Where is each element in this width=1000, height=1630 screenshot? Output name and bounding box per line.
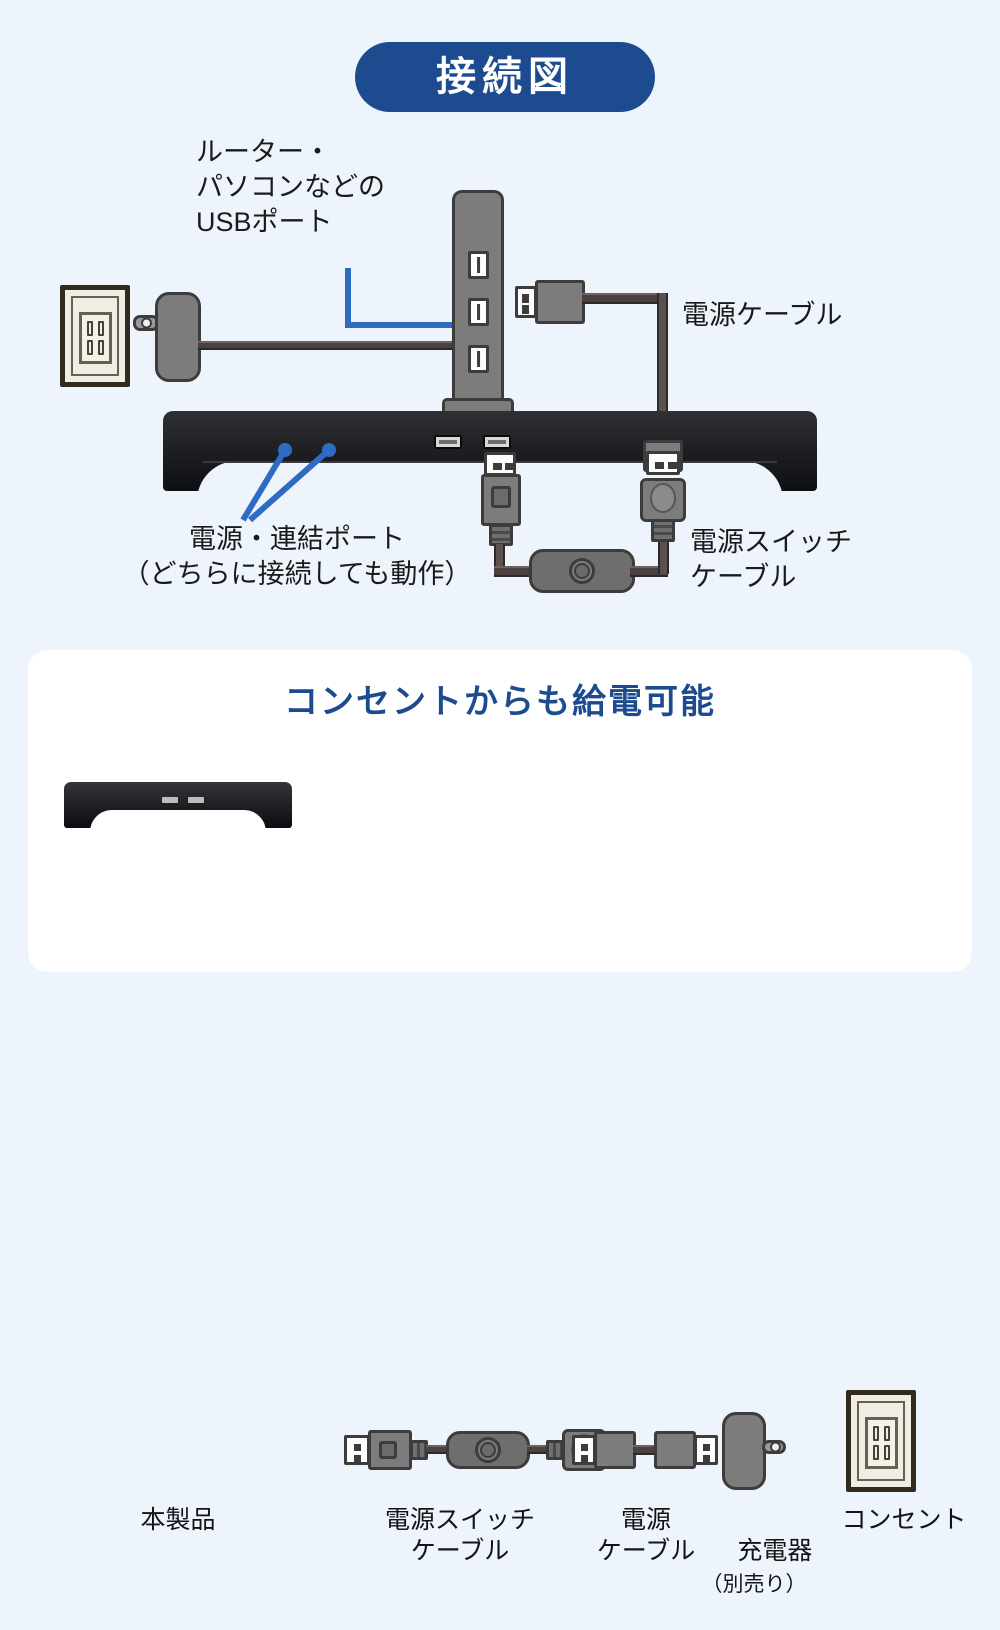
card-switch-cable-badge — [379, 1441, 397, 1459]
page-title-badge: 接続図 — [355, 42, 655, 112]
card-product-port — [188, 797, 204, 803]
card-power-cable-bodyB — [654, 1431, 696, 1469]
usb-pin — [655, 462, 664, 469]
switch-cable-plug-badge — [491, 486, 511, 508]
power-cable-segment-vertical — [657, 293, 668, 448]
card-product-port — [162, 797, 178, 803]
card-title: コンセントからも給電可能 — [284, 683, 716, 721]
usb-pin — [505, 463, 514, 470]
card-charger-prong — [762, 1440, 786, 1454]
label-switch-cable: 電源スイッチ ケーブル — [690, 527, 852, 593]
card-power-cable-bodyA — [594, 1431, 636, 1469]
inline-power-switch[interactable] — [529, 549, 635, 593]
caption-switch-cable: 電源スイッチ ケーブル — [384, 1506, 535, 1566]
tower-usb-port-1[interactable] — [468, 251, 489, 279]
leader-dot-port-left — [278, 443, 292, 457]
bottom-card: コンセントからも給電可能 — [28, 650, 972, 1596]
usb-pin — [522, 294, 529, 303]
leader-line-usbport-vertical — [345, 268, 351, 328]
card-item-charger-image — [722, 1412, 766, 1490]
switch-cable-strain-left — [489, 524, 513, 546]
outlet-slot — [873, 1445, 879, 1460]
usb-pin — [581, 1455, 588, 1462]
usb-pin — [703, 1444, 710, 1451]
card-switch-button — [475, 1437, 501, 1463]
leader-line-usbport-horizontal — [345, 322, 490, 328]
card-inline-switch — [446, 1431, 530, 1469]
card-item-outlet-image — [846, 1390, 916, 1492]
power-cable-segment-horizontal — [582, 293, 668, 304]
usb-pin — [354, 1455, 361, 1462]
power-switch-button[interactable] — [569, 558, 595, 584]
card-outlet-face — [865, 1417, 898, 1469]
card-switch-cable-tip — [344, 1435, 370, 1465]
wall-outlet-face — [79, 312, 112, 364]
usb-pin — [703, 1455, 710, 1462]
card-product-arch — [90, 810, 266, 832]
page-title: 接続図 — [436, 55, 574, 99]
wall-outlet — [60, 285, 130, 387]
tower-usb-port-2[interactable] — [468, 298, 489, 326]
usb-pin — [581, 1444, 588, 1451]
leader-dot-port-right — [322, 443, 336, 457]
caption-product: 本製品 — [140, 1506, 216, 1534]
usb-pin — [354, 1444, 361, 1451]
switch-cable-plug-tip — [484, 452, 516, 476]
base-usb-port-left[interactable] — [434, 435, 462, 449]
charger-to-tower-cable — [198, 341, 460, 350]
caption-charger-main: 充電器 — [737, 1537, 813, 1566]
card-power-cable-tipA — [572, 1435, 596, 1465]
usb-hub-tower — [452, 190, 504, 406]
usb-plug-body — [535, 280, 585, 324]
caption-charger: 充電器 （別売り） — [692, 1505, 816, 1630]
power-cable-plug-right-tip — [646, 451, 680, 475]
switch-cable-female-socket — [640, 478, 686, 522]
ac-charger — [155, 292, 201, 382]
outlet-slot — [98, 340, 104, 355]
outlet-slot — [87, 340, 93, 355]
usb-pin — [668, 462, 677, 469]
tower-usb-port-3[interactable] — [468, 345, 489, 373]
diagram-page: 接続図 ルーター・ パソコンなどの USBポート — [0, 0, 1000, 1000]
switch-cable-segment-right — [658, 540, 669, 574]
outlet-slot — [884, 1445, 890, 1460]
outlet-slot — [87, 321, 93, 336]
caption-charger-note: （別売り） — [701, 1572, 807, 1596]
switch-cable-segment-left — [494, 544, 505, 574]
card-item-product-image — [64, 782, 292, 832]
outlet-slot — [873, 1426, 879, 1441]
base-usb-port-right[interactable] — [483, 435, 511, 449]
caption-power-cable: 電源 ケーブル — [596, 1506, 696, 1566]
usb-plug-tip — [515, 286, 537, 318]
outlet-slot — [884, 1426, 890, 1441]
outlet-slot — [98, 321, 104, 336]
usb-pin — [493, 463, 502, 470]
label-link-port: 電源・連結ポート （どちらに接続しても動作） — [122, 524, 472, 590]
switch-cable-segment-left-horizontal — [494, 566, 538, 577]
card-power-cable-tipB — [694, 1435, 718, 1465]
switch-cable-segment-right-horizontal — [630, 566, 668, 577]
caption-outlet: コンセント — [841, 1506, 967, 1534]
label-usb-port: ルーター・ パソコンなどの USBポート — [196, 137, 385, 238]
usb-pin — [522, 305, 529, 314]
label-power-cable: 電源ケーブル — [682, 300, 843, 330]
